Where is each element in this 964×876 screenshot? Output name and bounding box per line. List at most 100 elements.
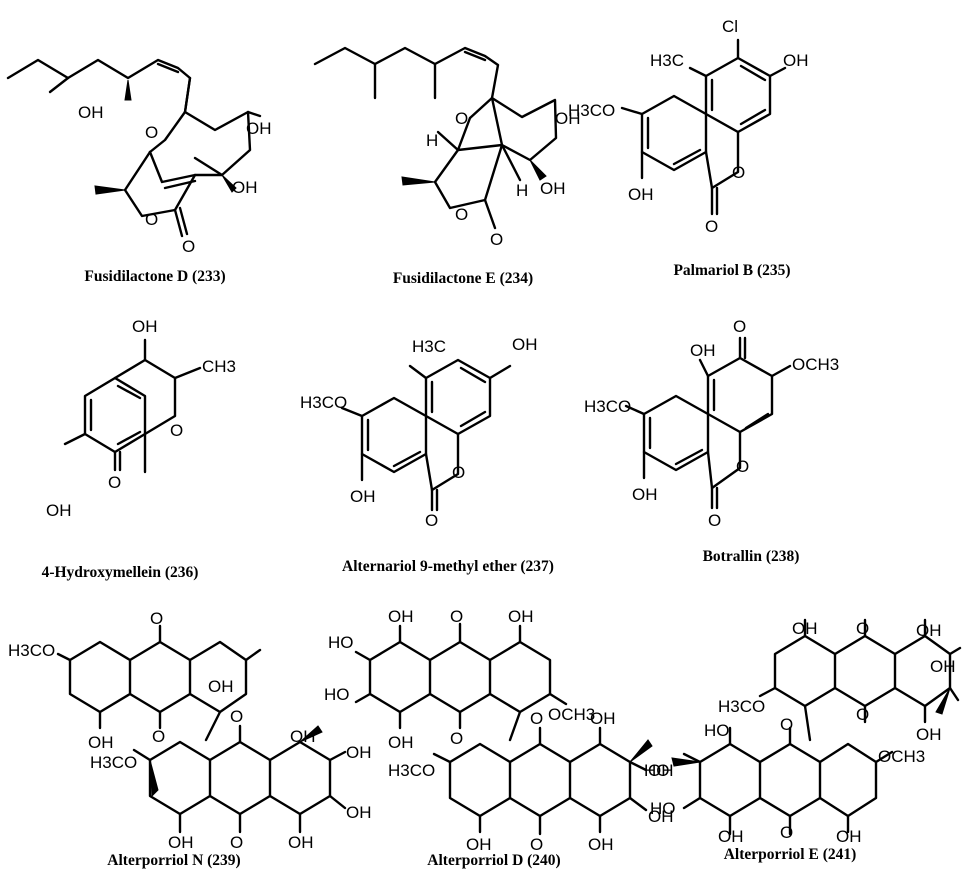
atom-o: O xyxy=(708,511,721,530)
atom-oh: OH xyxy=(792,619,818,638)
atom-oh: OH xyxy=(916,725,942,744)
atom-o: O xyxy=(145,210,158,229)
atom-oh: OH xyxy=(346,803,372,822)
atom-o: O xyxy=(425,511,438,530)
atom-ho: HO xyxy=(324,685,350,704)
atom-oh: OH xyxy=(648,761,674,780)
atom-o: O xyxy=(780,823,793,842)
atom-oh: OH xyxy=(246,119,272,138)
atom-oh: OH xyxy=(648,807,674,826)
atom-oh: OH xyxy=(632,485,658,504)
structure-botrallin: O OH OCH3 H3CO O OH O xyxy=(584,317,839,530)
atom-h3co: H3CO xyxy=(388,761,435,780)
atom-oh: OH xyxy=(46,501,72,520)
atom-ho: HO xyxy=(644,761,670,780)
atom-o: O xyxy=(182,237,195,256)
atom-o: O xyxy=(490,230,503,249)
atom-ch3: CH3 xyxy=(202,357,236,376)
atom-o: O xyxy=(455,109,468,128)
caption-botrallin: Botrallin (238) xyxy=(702,548,800,565)
atom-oh: OH xyxy=(290,727,316,746)
atom-o: O xyxy=(856,619,869,638)
atom-h3c: H3C xyxy=(412,337,446,356)
atom-oh: OH xyxy=(718,827,744,846)
atom-o: O xyxy=(452,463,465,482)
atom-h3co: H3CO xyxy=(568,101,615,120)
atom-o: O xyxy=(736,457,749,476)
atom-oh: OH xyxy=(916,621,942,640)
atom-o: O xyxy=(230,833,243,852)
atom-ho: HO xyxy=(650,799,676,818)
structure-fusidilactone-e: O OH H OH H O O xyxy=(313,46,581,249)
atom-ho: HO xyxy=(328,633,354,652)
caption-4-hydroxymellein: 4-Hydroxymellein (236) xyxy=(41,564,199,581)
atom-o: O xyxy=(150,609,163,628)
atom-oh: OH xyxy=(930,657,956,676)
caption-alterporriol-d: Alterporriol D (240) xyxy=(427,852,561,869)
structure-4-hydroxymellein: OH CH3 O OH O xyxy=(46,317,236,520)
structure-alterporriol-n: O H3CO OH OH O H3CO O OH OH OH O OH OH xyxy=(8,609,372,852)
atom-h3co: H3CO xyxy=(300,393,347,412)
atom-oh: OH xyxy=(466,835,492,854)
atom-oh: OH xyxy=(232,178,258,197)
caption-palmariol-b: Palmariol B (235) xyxy=(673,262,791,279)
atom-oh: OH xyxy=(783,51,809,70)
atom-oh: OH xyxy=(590,709,616,728)
atom-och3: OCH3 xyxy=(878,747,925,766)
atom-o: O xyxy=(450,729,463,748)
atom-h3co: H3CO xyxy=(718,697,765,716)
atom-oh: OH xyxy=(350,487,376,506)
atom-h3co: H3CO xyxy=(584,397,631,416)
atom-oh: OH xyxy=(555,109,581,128)
atom-o: O xyxy=(145,123,158,142)
atom-h: H xyxy=(516,181,528,200)
atom-o: O xyxy=(108,473,121,492)
caption-alterporriol-n: Alterporriol N (239) xyxy=(107,852,241,869)
structure-alterporriol-d: OH O OH HO HO OH O OCH3 H3CO O OH OH OH … xyxy=(324,607,674,854)
atom-oh: OH xyxy=(346,743,372,762)
structure-palmariol-b: Cl OH H3C H3CO O OH O xyxy=(568,17,809,236)
atom-oh: OH xyxy=(288,833,314,852)
atom-h3co: H3CO xyxy=(90,753,137,772)
atom-o: O xyxy=(230,707,243,726)
atom-oh: OH xyxy=(508,607,534,626)
atom-h3co: H3CO xyxy=(8,641,55,660)
atom-o: O xyxy=(530,835,543,854)
atom-oh: OH xyxy=(628,185,654,204)
atom-o: O xyxy=(152,727,165,746)
atom-h: H xyxy=(426,131,438,150)
atom-oh: OH xyxy=(388,607,414,626)
atom-cl: Cl xyxy=(722,17,738,36)
atom-och3: OCH3 xyxy=(792,355,839,374)
caption-fusidilactone-e: Fusidilactone E (234) xyxy=(392,270,534,287)
caption-alterporriol-e: Alterporriol E (241) xyxy=(723,846,857,863)
atom-oh: OH xyxy=(132,317,158,336)
atom-och3: OCH3 xyxy=(548,705,595,724)
atom-o: O xyxy=(450,607,463,626)
atom-o: O xyxy=(530,709,543,728)
atom-h3c: H3C xyxy=(650,51,684,70)
caption-alternariol-9-methyl-ether: Alternariol 9-methyl ether (237) xyxy=(342,558,554,575)
atom-oh: OH xyxy=(836,827,862,846)
atom-o: O xyxy=(732,163,745,182)
atom-oh: OH xyxy=(512,335,538,354)
atom-o: O xyxy=(856,705,869,724)
structure-alterporriol-e: OH O OH OH H3CO O OH HO O OCH3 HO HO OH … xyxy=(644,618,962,846)
atom-oh: OH xyxy=(88,733,114,752)
atom-o: O xyxy=(170,421,183,440)
atom-oh: OH xyxy=(540,179,566,198)
atom-oh: OH xyxy=(78,103,104,122)
caption-fusidilactone-d: Fusidilactone D (233) xyxy=(84,268,226,285)
atom-oh: OH xyxy=(388,733,414,752)
atom-o: O xyxy=(455,205,468,224)
atom-o: O xyxy=(780,715,793,734)
atom-oh: OH xyxy=(208,677,234,696)
atom-oh: OH xyxy=(588,835,614,854)
atom-o: O xyxy=(733,317,746,336)
atom-ho: HO xyxy=(704,721,730,740)
atom-o: O xyxy=(705,217,718,236)
structure-alternariol-9-methyl-ether: H3C OH H3CO O OH O xyxy=(300,335,538,530)
structure-fusidilactone-d: OH O OH OH O O xyxy=(6,58,272,256)
atom-oh: OH xyxy=(168,833,194,852)
